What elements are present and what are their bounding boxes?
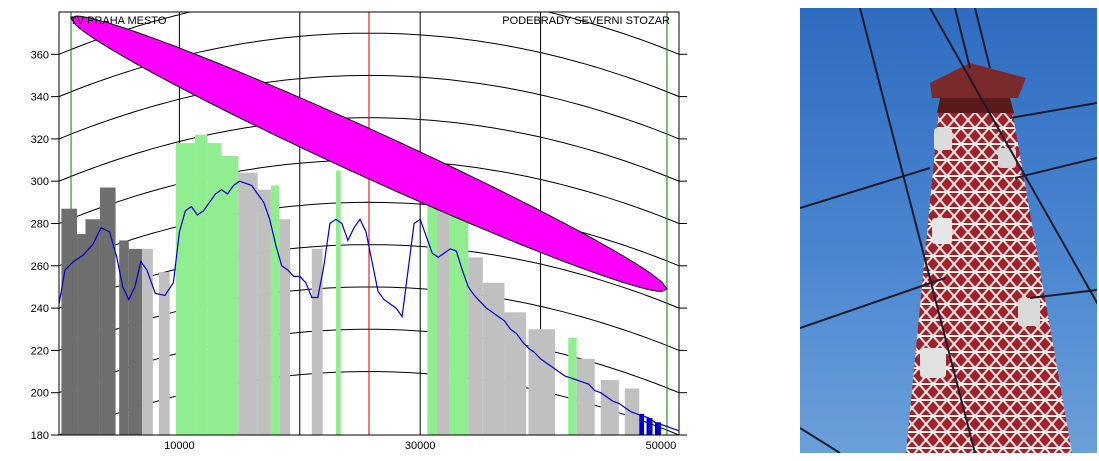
clutter-layer (61, 134, 661, 435)
tower-photo (800, 8, 1097, 453)
y-tick-label-left: 300 (31, 176, 49, 188)
clutter-bar (175, 143, 196, 435)
clutter-bar (128, 248, 143, 435)
y-tick-label-left: 340 (31, 92, 49, 104)
tower-top (930, 63, 1026, 98)
tower-body (906, 98, 1072, 453)
clutter-bar (77, 234, 86, 435)
earth-curve-line (59, 12, 679, 13)
clutter-bar (207, 143, 222, 435)
receiver-site-label: PODEBRADY SEVERNI STOZAR (502, 15, 670, 27)
y-tick-label-left: 180 (31, 430, 49, 442)
clutter-bar (142, 248, 153, 435)
clutter-bar (279, 219, 291, 435)
clutter-bar (468, 257, 483, 435)
y-tick-label-left: 320 (31, 134, 49, 146)
y-tick-label-left: 280 (31, 219, 49, 231)
clutter-bar (449, 202, 469, 435)
y-tick-label-left: 220 (31, 345, 49, 357)
water-bar (654, 422, 661, 435)
clutter-bar (270, 185, 280, 435)
clutter-bar (221, 155, 239, 435)
y-tick-label-left: 200 (31, 388, 49, 400)
earth-curve-line (59, 12, 679, 55)
clutter-bar (311, 248, 323, 435)
clutter-bar (158, 272, 170, 435)
y-tick-label-left: 260 (31, 261, 49, 273)
x-tick-label: 10000 (164, 440, 195, 451)
clutter-bar (335, 170, 341, 435)
fresnel-layer (70, 15, 668, 292)
guy-wires (800, 8, 1097, 453)
water-bar (646, 418, 653, 435)
clutter-bar (119, 240, 129, 435)
clutter-bar (576, 358, 595, 435)
clutter-bar (482, 282, 505, 435)
fresnel-zone (70, 15, 668, 292)
y-tick-label-left: 360 (31, 49, 49, 61)
terrain-profile-line (59, 180, 679, 432)
profile-plot: 1801802002002202202402402602602802803003… (31, 11, 707, 452)
clutter-bar (85, 219, 100, 435)
clutter-bar (257, 189, 271, 435)
water-bar (639, 413, 645, 435)
transmitter-site-label: TV PRAHA MESTO (70, 15, 167, 27)
terrain-profile-chart: 1801802002002202202402402602602802803003… (8, 8, 707, 452)
clutter-bar (528, 329, 555, 435)
clutter-bar (61, 208, 78, 435)
x-tick-label: 50000 (646, 440, 677, 451)
clutter-bar (568, 337, 577, 435)
clutter-bar (238, 172, 258, 435)
clutter-bar (99, 187, 116, 435)
terrain-layer (59, 180, 679, 432)
tower-photo-drawing (800, 8, 1097, 453)
clutter-bar (427, 185, 438, 435)
x-tick-label: 30000 (405, 440, 436, 451)
clutter-bar (437, 198, 450, 435)
y-tick-label-left: 240 (31, 303, 49, 315)
clutter-bar (504, 312, 527, 435)
clutter-bar (195, 134, 208, 435)
clutter-bar (600, 380, 619, 435)
